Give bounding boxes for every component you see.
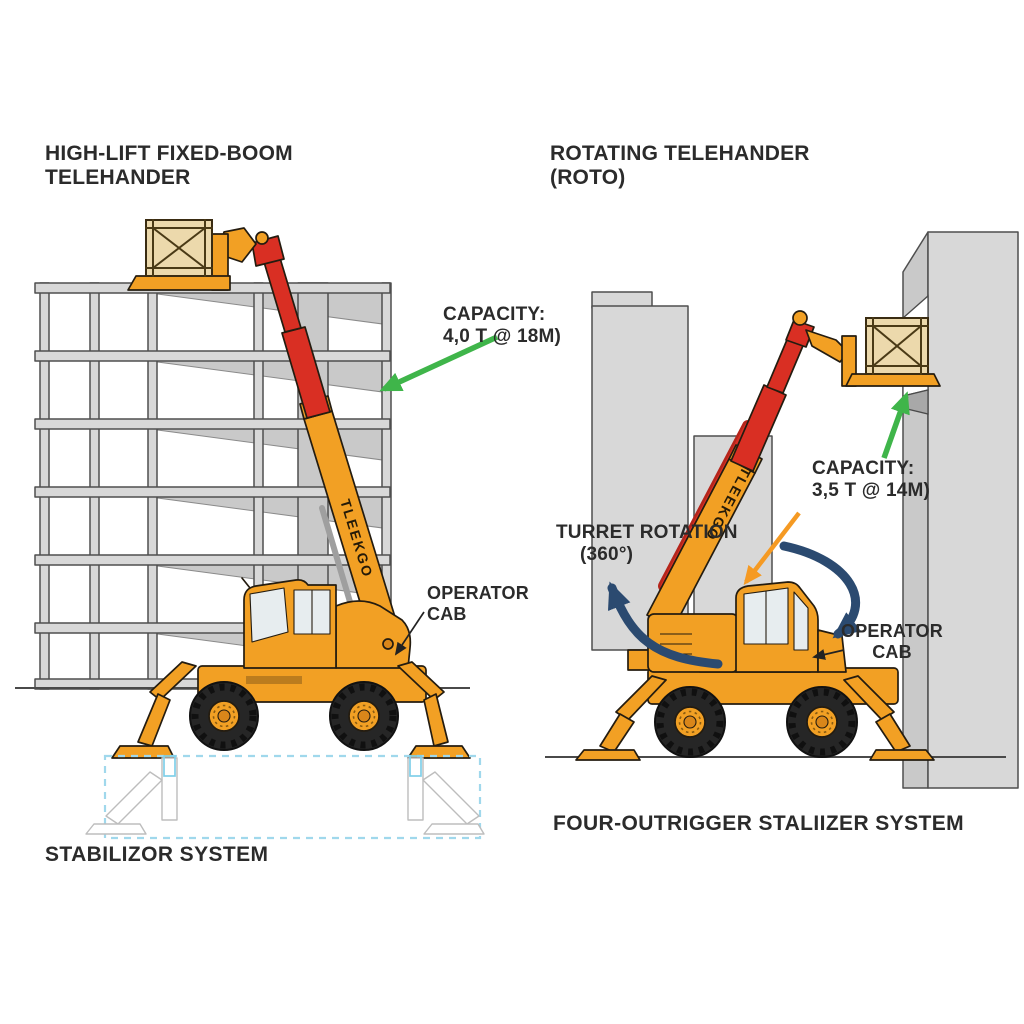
right-fork-plate: [845, 373, 941, 387]
right-crate-on-forks: [841, 317, 941, 387]
right-outrigger-foot-right: [869, 749, 935, 761]
left-capacity-label: CAPACITY: 4,0 T @ 18M): [443, 304, 561, 348]
stabilizer-ghost-box: [85, 754, 485, 840]
left-capacity-line2: 4,0 T @ 18M): [443, 326, 562, 348]
turret-rotation-arrows: [607, 541, 862, 669]
right-operator-cab-arrow: [812, 649, 845, 660]
left-operator-cab-label: OPERATOR CAB: [427, 583, 529, 624]
right-outrigger-foot-left: [575, 749, 641, 761]
right-windshield: [793, 591, 809, 651]
right-front-wheel: [654, 686, 726, 758]
right-capacity-line1: CAPACITY:: [812, 458, 915, 479]
left-windshield: [249, 587, 289, 643]
turret-rotation-line1: TURRET ROTATION: [556, 522, 738, 543]
left-fork-plate: [127, 275, 231, 291]
left-stabilizer-label: STABILIZOR SYSTEM: [45, 843, 269, 866]
right-telehandler: TLEEKGO: [575, 310, 935, 761]
right-boom-mid: [730, 384, 787, 472]
left-operator-cab-arrow: [394, 611, 425, 656]
right-rear-wheel: [786, 686, 858, 758]
right-capacity-line2: 3,5 T @ 14M): [812, 480, 931, 502]
left-capacity-arrow: [379, 334, 499, 392]
left-front-wheel: [189, 681, 259, 751]
turret-rotation-line2: (360°): [580, 544, 634, 566]
left-panel-title: HIGH-LIFT FIXED-BOOM TELEHANDER: [45, 142, 293, 190]
left-crate-on-forks: [127, 219, 257, 291]
right-wall: [902, 231, 1019, 789]
right-capacity-label: CAPACITY: 3,5 T @ 14M): [812, 458, 930, 502]
right-capacity-arrow: [881, 391, 910, 459]
left-engine-cowl: [335, 600, 412, 669]
left-telehandler: TLEEKGO: [111, 231, 471, 759]
right-capacity-pointer-arrow: [743, 511, 801, 586]
left-boom-mid: [281, 326, 331, 419]
right-panel-title: ROTATING TELEHANDER (ROTO): [550, 142, 810, 190]
right-boom-head: [785, 319, 815, 348]
right-stabilizer-label: FOUR-OUTRIGGER STALIIZER SYSTEM: [553, 812, 965, 835]
left-capacity-line1: CAPACITY:: [443, 304, 546, 325]
left-rear-wheel: [329, 681, 399, 751]
turret-rotation-label: TURRET ROTATION (360°): [556, 522, 738, 566]
right-operator-cab-label: OPERATOR CAB: [841, 621, 943, 662]
